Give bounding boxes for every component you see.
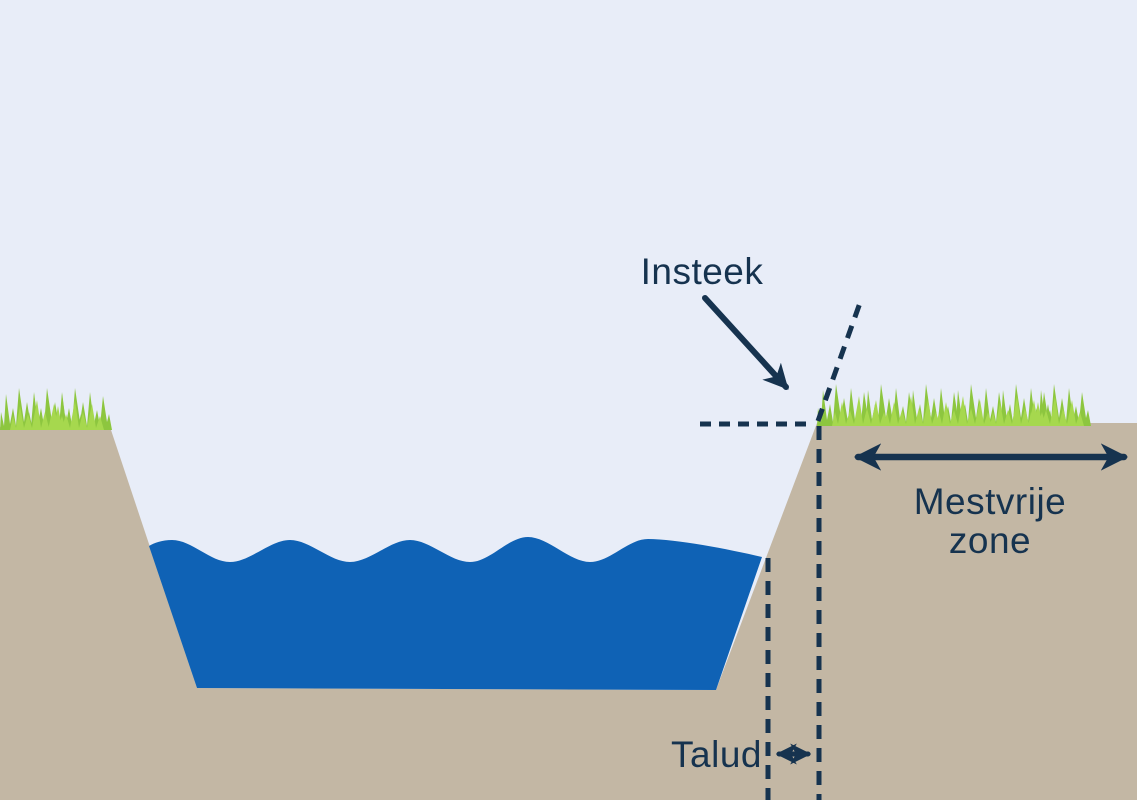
insteek-label: Insteek	[641, 251, 764, 292]
talud-label: Talud	[671, 734, 762, 775]
mestvrije-zone-label-line2: zone	[949, 520, 1031, 561]
mestvrije-zone-label-line1: Mestvrije	[914, 481, 1067, 522]
soil-cross-section	[0, 423, 1137, 800]
ditch-water	[149, 537, 762, 690]
insteek-arrow	[702, 295, 789, 390]
